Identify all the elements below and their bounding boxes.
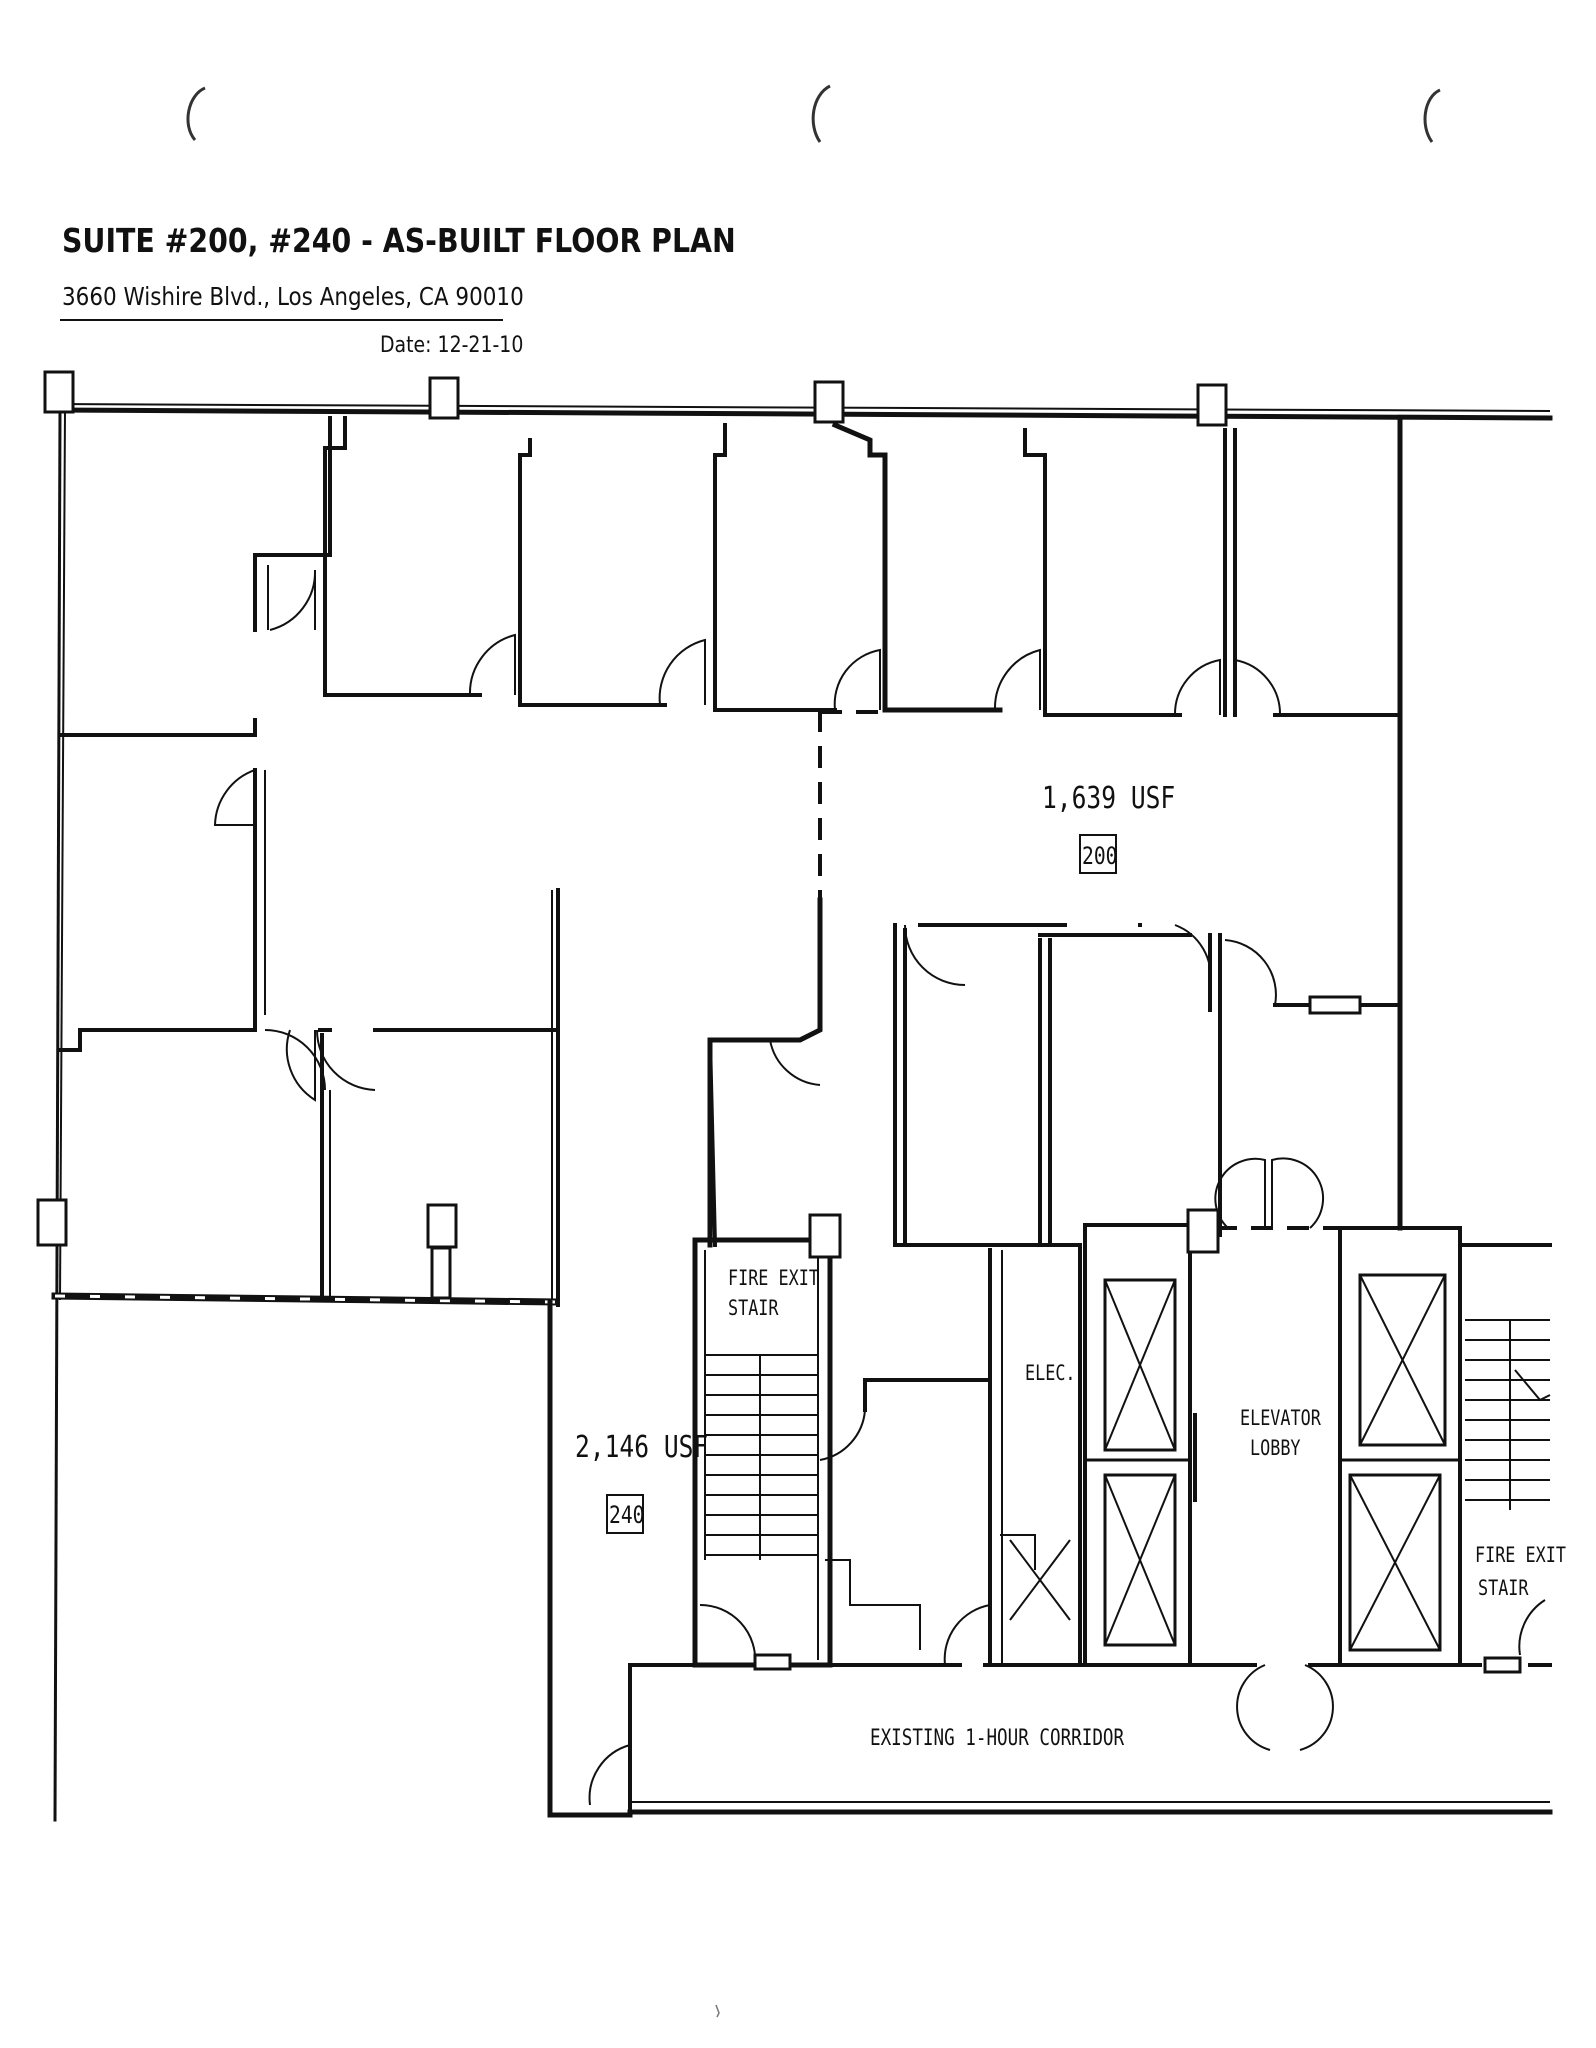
- suite-200-label: 1,639 USF 200: [1042, 782, 1175, 874]
- punch-hole-marks: [186, 84, 1441, 143]
- page-title: SUITE #200, #240 - AS-BUILT FLOOR PLAN: [62, 222, 736, 261]
- fire-exit-stair-left-line2: STAIR: [728, 1296, 779, 1320]
- elevator-lobby-line1: ELEVATOR: [1240, 1406, 1321, 1430]
- suite-240-area: 2,146 USF: [575, 1431, 708, 1465]
- room-labels: FIRE EXIT STAIR ELEC. ELEVATOR LOBBY FIR…: [728, 1266, 1566, 1750]
- corridor-label: EXISTING 1-HOUR CORRIDOR: [870, 1725, 1124, 1750]
- fire-exit-stair-left-line1: FIRE EXIT: [728, 1266, 819, 1290]
- door-swings: [213, 569, 1546, 1806]
- walls: [49, 403, 1553, 1822]
- suite-200-area: 1,639 USF: [1042, 782, 1175, 816]
- suite-200-number: 200: [1082, 843, 1118, 870]
- address-line: 3660 Wishire Blvd., Los Angeles, CA 9001…: [62, 282, 524, 311]
- date-label: Date: 12-21-10: [380, 332, 523, 358]
- fire-exit-stair-right-line1: FIRE EXIT: [1475, 1543, 1566, 1567]
- suite-240-number: 240: [609, 1502, 645, 1529]
- elec-room-label: ELEC.: [1025, 1361, 1076, 1385]
- suite-240-label: 2,146 USF 240: [575, 1431, 708, 1534]
- structural-columns: [36, 370, 1228, 1300]
- scan-speck: [715, 2004, 720, 2018]
- title-block: SUITE #200, #240 - AS-BUILT FLOOR PLAN 3…: [60, 222, 736, 357]
- fire-exit-stair-right-line2: STAIR: [1478, 1576, 1529, 1600]
- elevator-lobby-line2: LOBBY: [1250, 1436, 1301, 1460]
